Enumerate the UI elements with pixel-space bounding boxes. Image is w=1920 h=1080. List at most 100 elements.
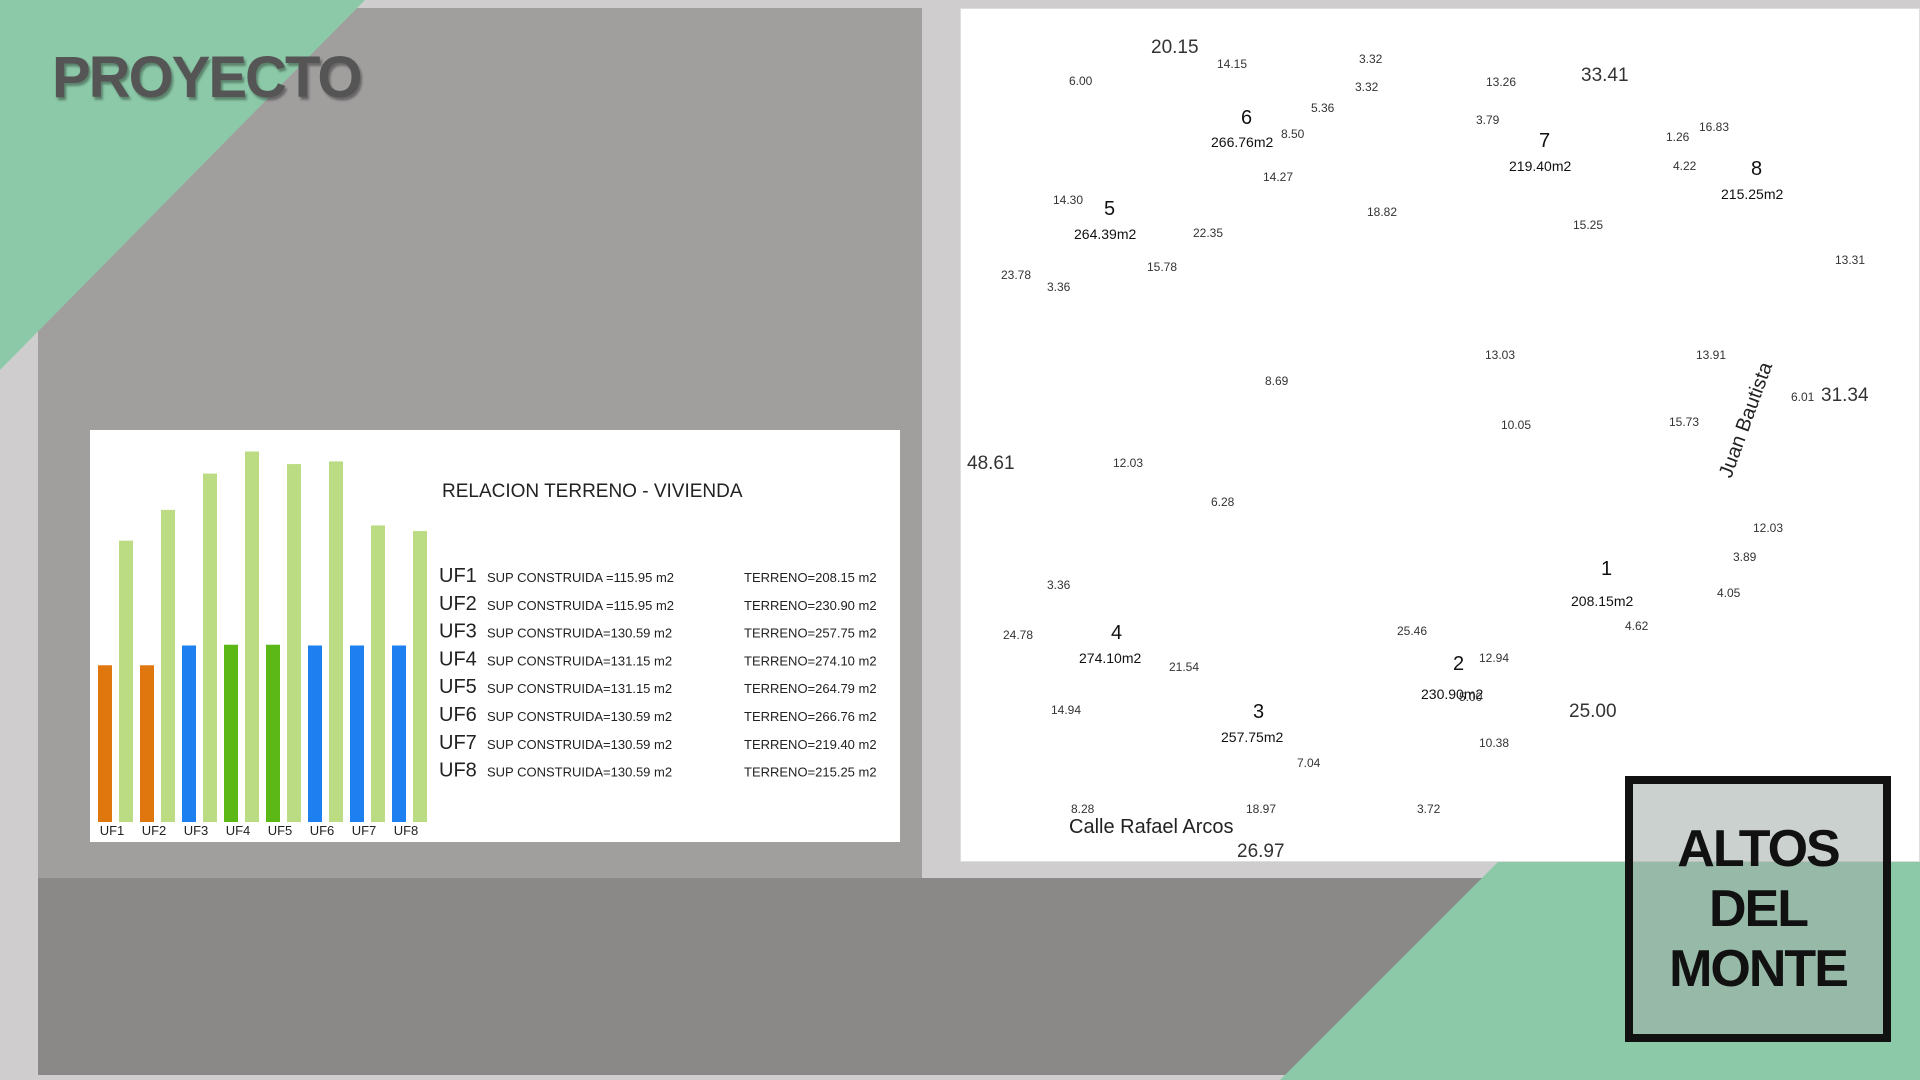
dim-label: 3.32 xyxy=(1355,80,1379,94)
dim-label: 14.94 xyxy=(1051,703,1081,717)
dim-label: 3.72 xyxy=(1417,802,1441,816)
bar-uf2-series-2 xyxy=(161,509,175,822)
lot-2-number: 2 xyxy=(1453,653,1464,675)
brand-line-3: MONTE xyxy=(1669,940,1849,998)
dim-label: 24.78 xyxy=(1003,628,1033,642)
lot-3-area: 257.75m2 xyxy=(1221,729,1283,745)
dim-label: 25.00 xyxy=(1569,701,1617,722)
dim-label: 4.22 xyxy=(1673,159,1697,173)
dim-label: 31.34 xyxy=(1821,385,1869,406)
row-uf-label: UF7 xyxy=(439,732,477,754)
dim-label: 5.00 xyxy=(1459,690,1483,704)
row-sup-construida: SUP CONSTRUIDA=131.15 m2 xyxy=(487,653,672,668)
chart-title: RELACION TERRENO - VIVIENDA xyxy=(442,481,743,502)
side-street-label: Juan Bautista xyxy=(1715,358,1777,480)
lot-labels: 1 208.15m2 2 230.90m2 3 257.75m2 4 274.1… xyxy=(1074,107,1783,745)
dimension-labels: 20.15 33.41 14.15 3.32 3.32 13.26 6.00 5… xyxy=(967,37,1869,862)
lot-1-area: 208.15m2 xyxy=(1571,593,1633,609)
dim-label: 16.83 xyxy=(1699,120,1729,134)
dim-label: 6.00 xyxy=(1069,74,1093,88)
bar-uf8-series-1 xyxy=(392,645,406,822)
bar-uf4-series-2 xyxy=(245,451,259,822)
row-sup-construida: SUP CONSTRUIDA=131.15 m2 xyxy=(487,681,672,696)
bar-uf1-series-1 xyxy=(98,665,112,822)
dim-label: 15.78 xyxy=(1147,260,1177,274)
row-uf-label: UF5 xyxy=(439,676,477,698)
top-left-accent xyxy=(0,0,365,370)
row-uf-label: UF4 xyxy=(439,648,477,670)
dim-label: 22.35 xyxy=(1193,226,1223,240)
row-terreno: TERRENO=274.10 m2 xyxy=(744,653,877,668)
dim-label: 5.36 xyxy=(1311,101,1335,115)
lot-7-area: 219.40m2 xyxy=(1509,158,1571,174)
dim-label: 8.69 xyxy=(1265,374,1289,388)
row-uf-label: UF1 xyxy=(439,565,477,587)
brand-logo-box: ALTOS DEL MONTE xyxy=(1625,776,1891,1042)
lot-4-area: 274.10m2 xyxy=(1079,650,1141,666)
dim-label: 7.04 xyxy=(1297,756,1321,770)
bar-uf1-series-2 xyxy=(119,540,133,822)
dim-label: 18.97 xyxy=(1246,802,1276,816)
bar-uf2-series-1 xyxy=(140,665,154,822)
dim-label: 33.41 xyxy=(1581,65,1629,86)
x-tick-label: UF3 xyxy=(184,823,209,838)
row-sup-construida: SUP CONSTRUIDA =115.95 m2 xyxy=(487,598,674,613)
dim-label: 14.30 xyxy=(1053,193,1083,207)
row-sup-construida: SUP CONSTRUIDA=130.59 m2 xyxy=(487,737,672,752)
row-terreno: TERRENO=266.76 m2 xyxy=(744,709,877,724)
dim-label: 6.01 xyxy=(1791,390,1815,404)
row-terreno: TERRENO=208.15 m2 xyxy=(744,570,877,585)
bar-uf8-series-2 xyxy=(413,531,427,822)
bar-uf6-series-2 xyxy=(329,461,343,822)
dim-label: 18.82 xyxy=(1367,205,1397,219)
lot-1-number: 1 xyxy=(1601,558,1612,580)
site-plan-panel: Calle Rafael Arcos Juan Bautista 1 208.1… xyxy=(960,8,1920,862)
dim-label: 14.15 xyxy=(1217,57,1247,71)
dim-label: 4.62 xyxy=(1625,619,1649,633)
dim-label: 10.05 xyxy=(1501,418,1531,432)
x-tick-label: UF1 xyxy=(100,823,125,838)
brand-line-2: DEL xyxy=(1709,880,1809,938)
lot-8-number: 8 xyxy=(1751,158,1762,180)
dim-label: 4.05 xyxy=(1717,586,1741,600)
bar-uf7-series-2 xyxy=(371,525,385,822)
row-terreno: TERRENO=230.90 m2 xyxy=(744,598,877,613)
dim-label: 10.38 xyxy=(1479,736,1509,750)
bar-uf6-series-1 xyxy=(308,645,322,822)
row-sup-construida: SUP CONSTRUIDA=130.59 m2 xyxy=(487,709,672,724)
street-label: Calle Rafael Arcos xyxy=(1069,816,1234,838)
dim-label: 13.03 xyxy=(1485,348,1515,362)
dim-label: 15.73 xyxy=(1669,415,1699,429)
dim-label: 13.91 xyxy=(1696,348,1726,362)
bar-uf5-series-1 xyxy=(266,644,280,822)
dim-label: 12.94 xyxy=(1479,651,1509,665)
dim-label: 8.50 xyxy=(1281,127,1305,141)
dim-label: 3.32 xyxy=(1359,52,1383,66)
dim-label: 26.97 xyxy=(1237,841,1285,861)
row-terreno: TERRENO=264.79 m2 xyxy=(744,681,877,696)
lot-8-area: 215.25m2 xyxy=(1721,186,1783,202)
bar-group xyxy=(98,451,427,822)
row-uf-label: UF3 xyxy=(439,621,477,643)
row-uf-label: UF2 xyxy=(439,593,477,615)
bar-uf3-series-1 xyxy=(182,645,196,822)
row-sup-construida: SUP CONSTRUIDA=130.59 m2 xyxy=(487,765,672,780)
row-terreno: TERRENO=257.75 m2 xyxy=(744,626,877,641)
dim-label: 13.31 xyxy=(1835,253,1865,267)
dim-label: 15.25 xyxy=(1573,218,1603,232)
lot-2-area: 230.90m2 xyxy=(1421,686,1483,702)
lot-6-area: 266.76m2 xyxy=(1211,134,1273,150)
dim-label: 12.03 xyxy=(1113,456,1143,470)
dim-label: 6.28 xyxy=(1211,495,1235,509)
lot-5-number: 5 xyxy=(1104,198,1115,220)
row-sup-construida: SUP CONSTRUIDA=130.59 m2 xyxy=(487,626,672,641)
row-sup-construida: SUP CONSTRUIDA =115.95 m2 xyxy=(487,570,674,585)
dim-label: 8.28 xyxy=(1071,802,1095,816)
lot-7-number: 7 xyxy=(1539,130,1550,152)
dim-label: 3.36 xyxy=(1047,280,1071,294)
row-uf-label: UF6 xyxy=(439,704,477,726)
dim-label: 13.26 xyxy=(1486,75,1516,89)
